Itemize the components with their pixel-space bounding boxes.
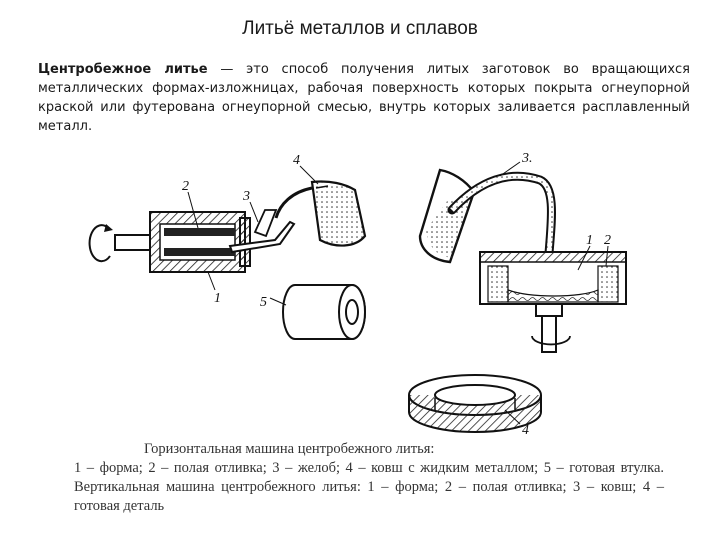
label-v-3: 3. [521, 151, 533, 166]
figure-caption: Горизонтальная машина центробежного лить… [74, 440, 664, 516]
caption-title: Горизонтальная машина центробежного лить… [144, 440, 664, 459]
slide-title: Литьё металлов и сплавов [0, 18, 720, 40]
label-h-1: 1 [214, 291, 221, 306]
caption-body: 1 – форма; 2 – полая отливка; 3 – желоб;… [74, 460, 664, 514]
intro-term: Центробежное литье [38, 62, 208, 77]
intro-paragraph: Центробежное литье — это способ получени… [38, 60, 690, 136]
label-h-5: 5 [260, 295, 267, 310]
label-v-1: 1 [586, 233, 593, 248]
label-h-4: 4 [293, 153, 300, 168]
label-v-2: 2 [604, 233, 611, 248]
vertical-machine: 3. 1 2 4 [409, 151, 626, 438]
casting-machines-figure: 2 3 4 1 5 3. 1 2 4 [80, 140, 640, 440]
label-v-4: 4 [522, 423, 529, 438]
label-h-3: 3 [242, 189, 250, 204]
horizontal-machine: 2 3 4 1 5 [90, 153, 365, 339]
label-h-2: 2 [182, 179, 189, 194]
